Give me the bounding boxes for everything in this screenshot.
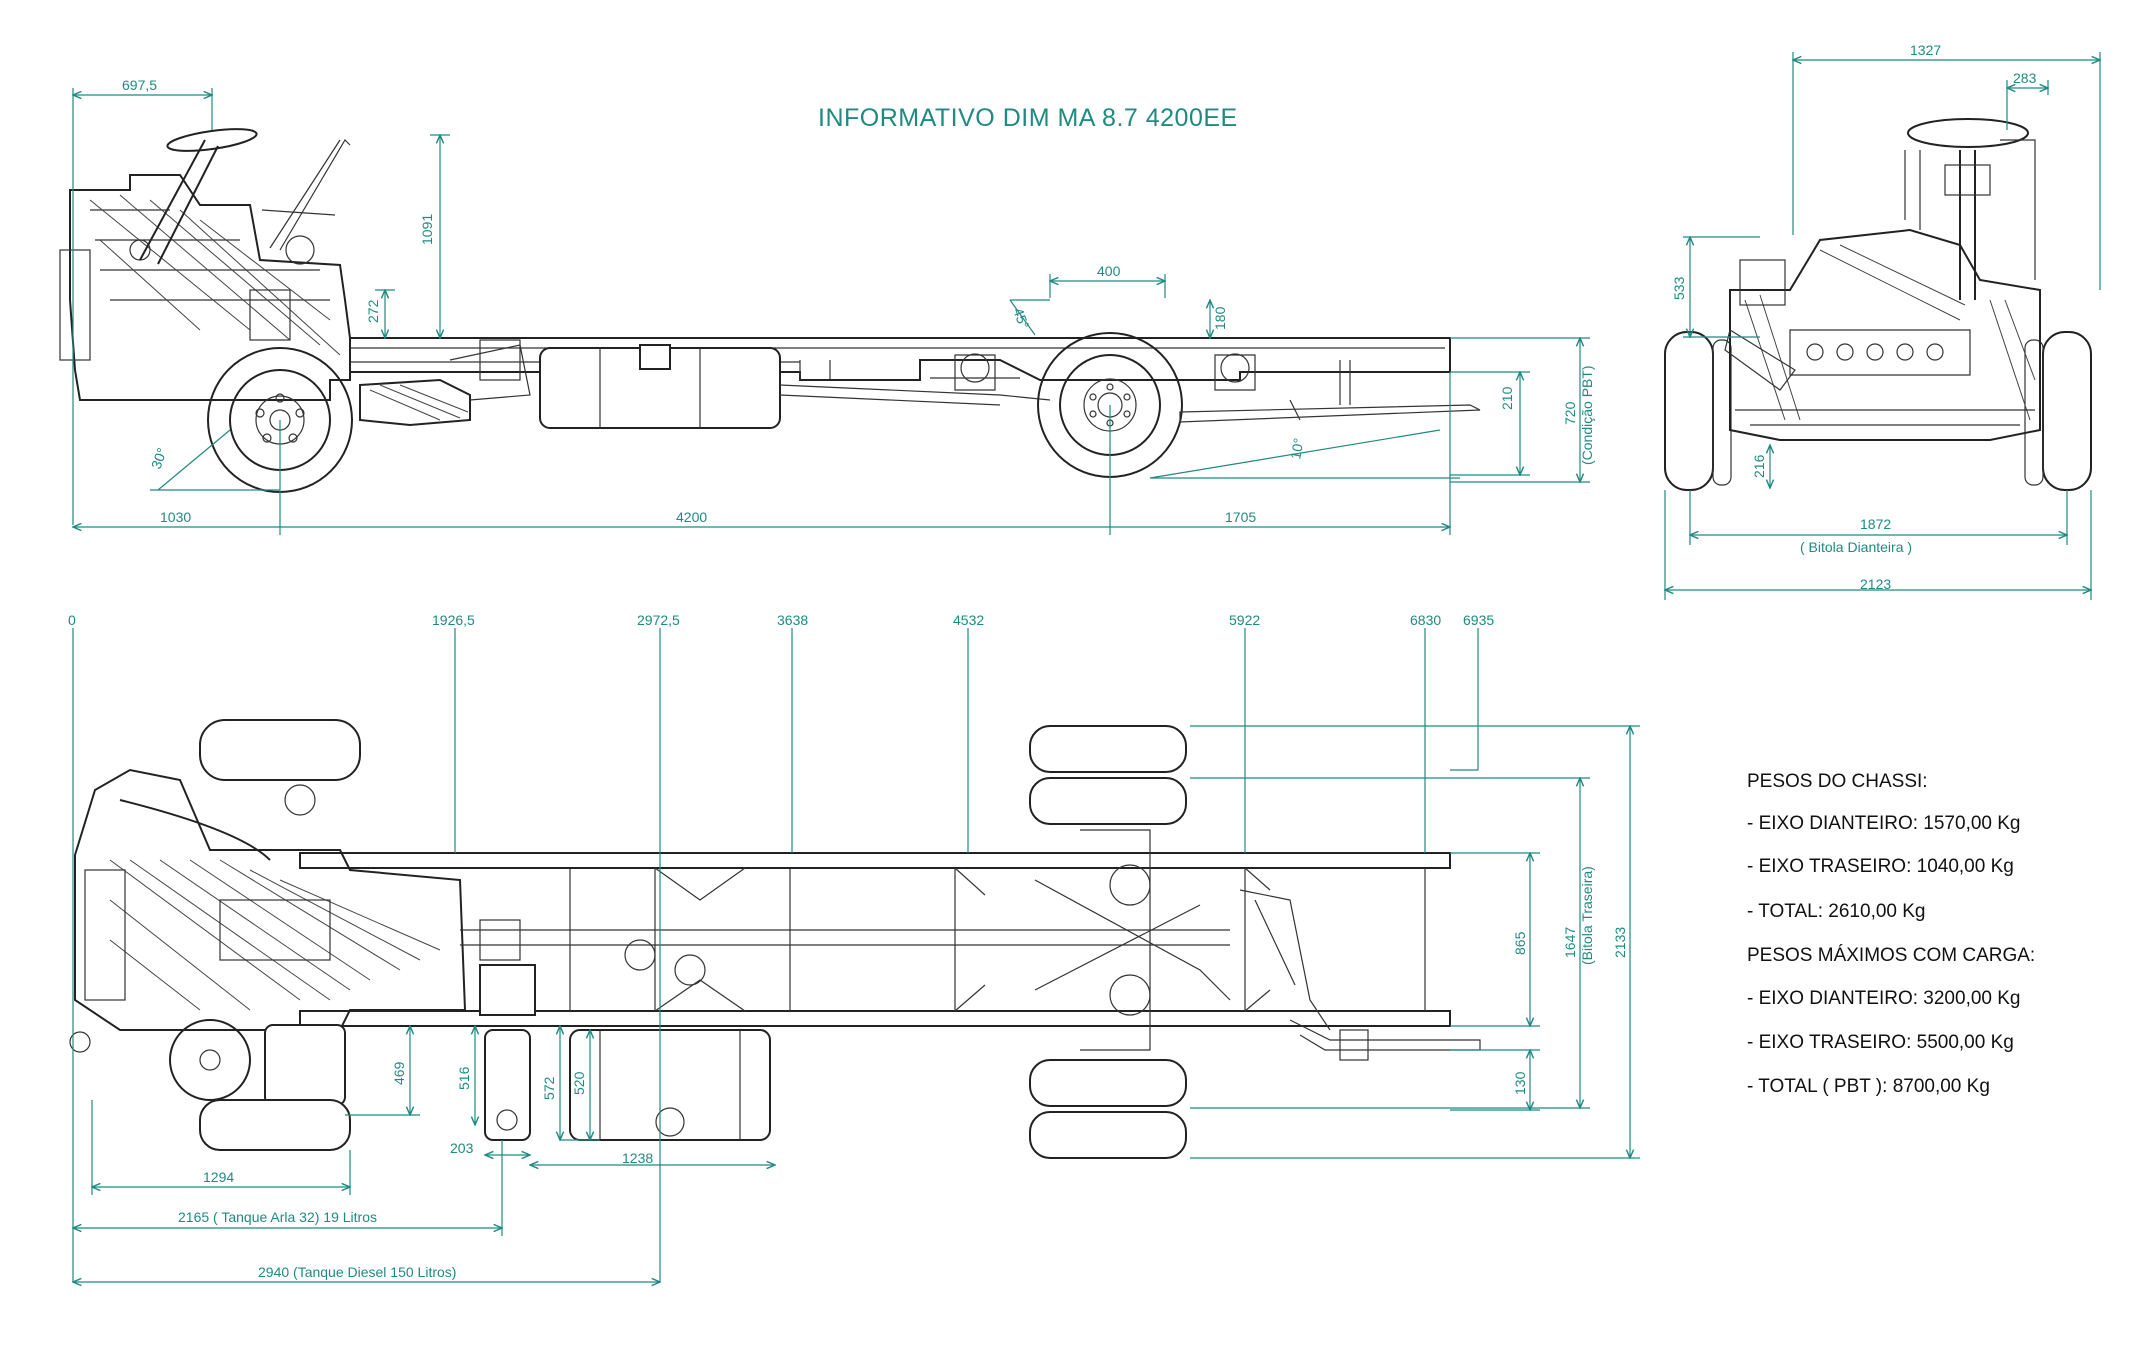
dim-rear-track-note: (Bitola Traseira) — [1579, 866, 1595, 965]
drawing-title: INFORMATIVO DIM MA 8.7 4200EE — [818, 104, 1238, 132]
weights-panel: PESOS DO CHASSI: - EIXO DIANTEIRO: 1570,… — [1747, 771, 2035, 1097]
dim-diesel: 2940 (Tanque Diesel 150 Litros) — [258, 1264, 456, 1280]
weights-max-rear: - EIXO TRASEIRO: 5500,00 Kg — [1747, 1032, 2014, 1053]
weights-max-total: - TOTAL ( PBT ): 8700,00 Kg — [1747, 1076, 1990, 1097]
top-arla-tank — [479, 964, 536, 1141]
station-2972-5: 2972,5 — [637, 612, 680, 628]
top-spare-tire-and-battery — [69, 1019, 351, 1151]
front-chassis-body — [1724, 228, 2041, 441]
front-view: 1327 283 533 216 1872 ( Bitola Dianteira… — [1665, 42, 2100, 600]
weights-max-front: - EIXO DIANTEIRO: 3200,00 Kg — [1747, 988, 2021, 1009]
top-frame-rails — [299, 852, 1451, 1027]
dim-520: 520 — [571, 1071, 587, 1095]
dim-top-small: 283 — [2013, 70, 2037, 86]
dim-hump-width: 400 — [1097, 263, 1121, 279]
dim-frame-width: 865 — [1512, 931, 1528, 955]
weights-heading-max: PESOS MÁXIMOS COM CARGA: — [1747, 945, 2035, 966]
dim-height-steering: 1091 — [419, 214, 435, 245]
side-dimensions: 697,5 1091 272 400 45° 180 210 720 (Cond… — [73, 77, 1595, 535]
dim-rear-track: 1647 — [1562, 927, 1578, 958]
side-view: 697,5 1091 272 400 45° 180 210 720 (Cond… — [59, 77, 1595, 535]
weights-chassis-rear: - EIXO TRASEIRO: 1040,00 Kg — [1747, 856, 2014, 877]
top-driveline — [460, 864, 1331, 1031]
dim-frame-height: 533 — [1671, 276, 1687, 300]
dim-top-overhang: 697,5 — [122, 77, 157, 93]
dim-track-note: ( Bitola Dianteira ) — [1800, 539, 1912, 555]
angle-front: 30° — [148, 446, 170, 471]
top-rear-tires — [1029, 725, 1187, 1159]
dim-track: 1872 — [1860, 516, 1891, 532]
dim-front-overhang: 1030 — [160, 509, 191, 525]
top-exhaust — [1289, 1019, 1481, 1061]
station-0: 0 — [68, 612, 76, 628]
dim-ground-clear: 216 — [1751, 454, 1767, 478]
angle-hump-left: 45° — [1010, 306, 1032, 331]
top-station-lines: 0 1926,5 2972,5 3638 4532 5922 6830 6830… — [68, 612, 1494, 1282]
front-steering-column — [1904, 118, 2036, 300]
dim-572: 572 — [541, 1076, 557, 1100]
top-diesel-tank — [569, 939, 771, 1141]
weights-heading-chassis: PESOS DO CHASSI: — [1747, 771, 1928, 792]
front-dimensions: 1327 283 533 216 1872 ( Bitola Dianteira… — [1665, 42, 2100, 600]
station-6935-label: 6935 — [1463, 612, 1494, 628]
dim-1294: 1294 — [203, 1169, 234, 1185]
top-width-dimensions: 865 1647 (Bitola Traseira) 2133 130 — [1190, 726, 1640, 1158]
side-mid-components — [779, 353, 1051, 406]
dim-203: 203 — [450, 1140, 474, 1156]
dim-frame-rise: 272 — [365, 299, 381, 323]
dim-469: 469 — [391, 1061, 407, 1085]
dim-1238: 1238 — [622, 1150, 653, 1166]
station-1926-5: 1926,5 — [432, 612, 475, 628]
station-3638: 3638 — [777, 612, 808, 628]
top-view: 0 1926,5 2972,5 3638 4532 5922 6830 6830… — [68, 612, 1640, 1282]
top-engine — [74, 719, 467, 1031]
weights-chassis-front: - EIXO DIANTEIRO: 1570,00 Kg — [1747, 813, 2021, 834]
side-engine-block — [59, 174, 351, 401]
dim-516: 516 — [456, 1066, 472, 1090]
side-gearbox — [359, 339, 531, 427]
dim-rear-overhang: 1705 — [1225, 509, 1256, 525]
dim-arla: 2165 ( Tanque Arla 32) 19 Litros — [178, 1209, 377, 1225]
side-rear-exhaust — [1179, 353, 1481, 423]
dim-wheelbase: 4200 — [676, 509, 707, 525]
front-left-tire — [1664, 331, 1732, 491]
station-4532: 4532 — [953, 612, 984, 628]
station-5922: 5922 — [1229, 612, 1260, 628]
dim-side-offset: 130 — [1512, 1071, 1528, 1095]
dim-overall-width: 2133 — [1612, 927, 1628, 958]
dim-frame-depth: 210 — [1499, 386, 1515, 410]
weights-chassis-total: - TOTAL: 2610,00 Kg — [1747, 901, 1926, 922]
side-frame-rail — [349, 337, 1451, 381]
dim-total-width: 2123 — [1860, 576, 1891, 592]
dim-height-pbt: 720 — [1562, 401, 1578, 425]
side-fuel-tank — [539, 344, 781, 429]
station-6830: 6830 — [1410, 612, 1441, 628]
dim-overall-top: 1327 — [1910, 42, 1941, 58]
front-right-tire — [2024, 331, 2092, 491]
angle-rear: 10° — [1287, 437, 1306, 461]
dim-height-pbt-note: (Condição PBT) — [1579, 365, 1595, 465]
dim-hump-height: 180 — [1212, 306, 1228, 330]
side-steering-column — [139, 128, 351, 265]
top-bottom-dimensions: 469 516 572 520 203 1238 1294 2165 ( Tan… — [73, 1026, 775, 1282]
